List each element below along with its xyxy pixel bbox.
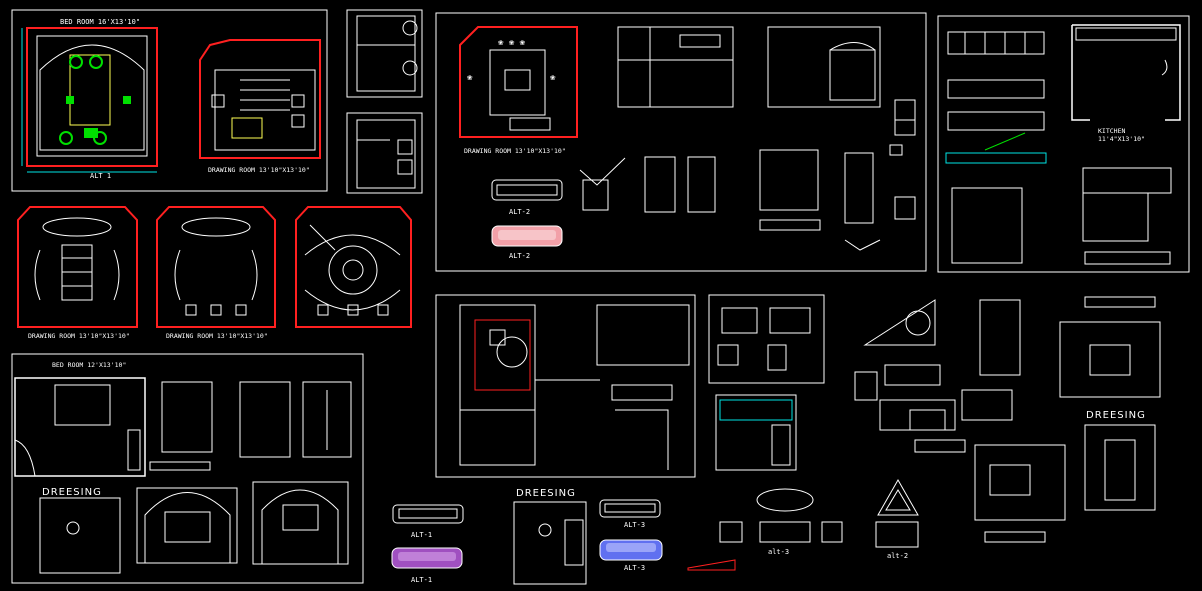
table-alt-3 <box>687 488 843 571</box>
bedroom-top-title: BED ROOM 16'X13'10" <box>60 18 140 26</box>
drawing-room-plan-2: DRAWING ROOM 13'10"X13'10" <box>17 206 138 340</box>
frame-top-elev-2 <box>346 112 423 194</box>
drawing-room-plan-3: DRAWING ROOM 13'10"X13'10" <box>156 206 276 340</box>
table-alt-2 <box>875 478 919 548</box>
frame-bedroom-top <box>11 9 328 192</box>
right-details <box>854 296 1161 543</box>
kitchen-title: KITCHEN <box>1098 127 1125 135</box>
kitchen-elevations <box>945 31 1172 265</box>
dressing-label-center: DREESING <box>516 488 576 499</box>
dressing-center: DREESING <box>513 488 587 585</box>
table-alt-3-label: alt-3 <box>768 548 789 556</box>
top-elevations <box>356 15 418 189</box>
table-alt-2-label: alt-2 <box>887 552 908 560</box>
bedroom-plan-bottom: BED ROOM 12'X13'10" <box>14 361 146 477</box>
sofa-alt-1: ALT-1 ALT-1 <box>391 504 464 584</box>
drawing-room-top-title: DRAWING ROOM 13'10"X13'10" <box>208 166 310 174</box>
dressing-label-right: DREESING <box>1086 410 1146 421</box>
drawing-room-center-title: DRAWING ROOM 13'10"X13'10" <box>464 147 566 155</box>
drawing-room-plan-4 <box>295 206 412 328</box>
frame-bedroom-bottom <box>11 353 364 584</box>
center-plan <box>459 304 690 470</box>
sofa-alt-2: ALT-2 ALT-2 <box>491 179 563 260</box>
wardrobe-elevation <box>715 394 797 471</box>
frame-top-elev-1 <box>346 9 423 98</box>
sofa-alt-3-label-b: ALT-3 <box>624 564 645 572</box>
frame-small-elev <box>708 294 825 384</box>
sofa-alt-3-label-a: ALT-3 <box>624 521 645 529</box>
kitchen-dimensions: 11'4"X13'10" <box>1098 135 1145 143</box>
small-elevation-panel <box>717 307 811 371</box>
center-elevations <box>579 26 916 251</box>
frame-kitchen <box>937 15 1190 273</box>
sofa-alt-2-label-a: ALT-2 <box>509 208 530 216</box>
dressing-label-left: DREESING <box>42 487 102 498</box>
drawing-room-2-title: DRAWING ROOM 13'10"X13'10" <box>28 332 130 340</box>
bedroom-top-alt-label: ALT 1 <box>90 172 111 180</box>
sofa-alt-2-label-b: ALT-2 <box>509 252 530 260</box>
kitchen-plan: KITCHEN 11'4"X13'10" <box>1071 24 1181 143</box>
drawing-room-3-title: DRAWING ROOM 13'10"X13'10" <box>166 332 268 340</box>
drawing-room-plan-top: DRAWING ROOM 13'10"X13'10" <box>199 39 321 174</box>
bedroom-plan-top: BED ROOM 16'X13'10" ALT 1 <box>21 18 158 180</box>
svg-text:❀ ❀ ❀: ❀ ❀ ❀ <box>498 38 526 48</box>
bedroom-bottom-elevations <box>39 381 352 574</box>
sofa-alt-1-label-b: ALT-1 <box>411 576 432 584</box>
sofa-alt-1-label-a: ALT-1 <box>411 531 432 539</box>
panel-frames <box>11 9 1190 584</box>
svg-text:❀: ❀ <box>550 73 556 83</box>
drawing-room-plan-center: ❀ ❀ ❀ ❀ ❀ DRAWING ROOM 13'10"X13'10" <box>459 26 578 155</box>
sofa-alt-3: ALT-3 ALT-3 <box>599 499 663 572</box>
frame-drawing-room-center <box>435 12 927 272</box>
svg-text:❀: ❀ <box>467 73 473 83</box>
frame-center-plan <box>435 294 696 478</box>
bedroom-bottom-title: BED ROOM 12'X13'10" <box>52 361 126 369</box>
